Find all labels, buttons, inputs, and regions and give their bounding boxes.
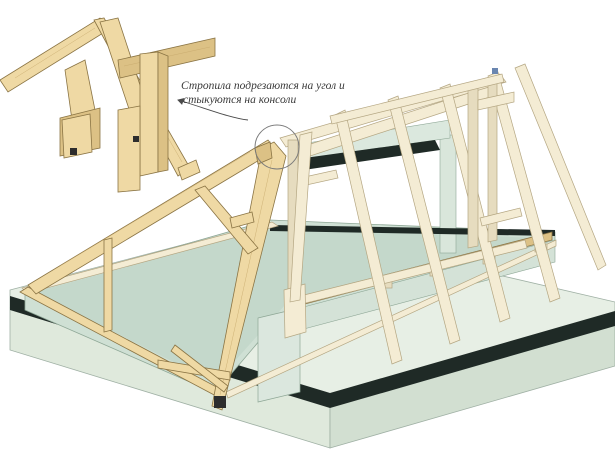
common-rafters xyxy=(279,63,607,365)
magnifier-circle-icon xyxy=(254,124,300,170)
hip-rafters xyxy=(27,139,287,411)
callout-text: Стропила подрезаются на угол и стыкуются… xyxy=(181,79,381,107)
rafter-joint-detail xyxy=(0,17,216,193)
arrow-leader-icon xyxy=(177,98,249,121)
callout-line-2: стыкуются на консоли xyxy=(183,94,297,106)
callout-line-1: Стропила подрезаются на угол и xyxy=(181,80,345,92)
